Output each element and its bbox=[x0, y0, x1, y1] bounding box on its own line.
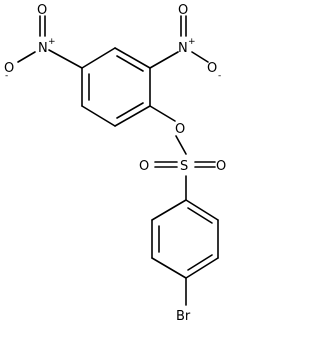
bond bbox=[151, 257, 187, 279]
lower-benzene-ring bbox=[151, 199, 219, 279]
right-nitro-group: N + O O - bbox=[149, 3, 221, 81]
sulfonate-linker: O S O O bbox=[139, 105, 226, 201]
bond bbox=[149, 51, 179, 69]
charge-n-right: + bbox=[188, 37, 196, 47]
bond bbox=[81, 47, 116, 69]
bond bbox=[149, 105, 176, 122]
atom-o-left-upper: O bbox=[37, 3, 47, 18]
atom-n-left: N bbox=[38, 41, 48, 56]
bond bbox=[175, 135, 187, 155]
left-nitro-group: N + O - O bbox=[4, 3, 83, 81]
molecule-drawing: N + O - O N + O O - O S O O bbox=[4, 3, 226, 324]
bond bbox=[185, 199, 219, 221]
atom-o-sulfonyl-left: O bbox=[139, 159, 149, 174]
bond bbox=[48, 49, 83, 69]
double-bond-inner bbox=[187, 254, 213, 271]
bond bbox=[17, 51, 36, 63]
atom-o-sulfonyl-right: O bbox=[216, 159, 226, 174]
structure-diagram: N + O - O N + O O - O S O O bbox=[4, 3, 226, 324]
upper-benzene-ring bbox=[81, 47, 151, 127]
bromine-substituent: Br bbox=[176, 277, 191, 324]
bond bbox=[185, 257, 219, 279]
bond bbox=[151, 199, 187, 221]
double-bond-inner bbox=[116, 102, 144, 119]
charge-o-right: - bbox=[218, 71, 221, 81]
bond bbox=[191, 51, 209, 63]
atom-o-ester: O bbox=[175, 122, 185, 137]
atom-s: S bbox=[180, 159, 188, 174]
double-bond-inner bbox=[116, 55, 144, 72]
atom-o-left-lower: O bbox=[4, 61, 14, 76]
atom-o-right-upper: O bbox=[178, 3, 188, 18]
charge-o-left: - bbox=[5, 71, 8, 81]
bond bbox=[114, 105, 151, 127]
bond bbox=[81, 105, 116, 127]
double-bond-inner bbox=[187, 207, 213, 224]
atom-o-right-lower: O bbox=[207, 61, 217, 76]
atom-n-right: N bbox=[178, 41, 188, 56]
bond bbox=[114, 47, 151, 69]
atom-br: Br bbox=[176, 309, 191, 324]
charge-n-left: + bbox=[48, 37, 56, 47]
